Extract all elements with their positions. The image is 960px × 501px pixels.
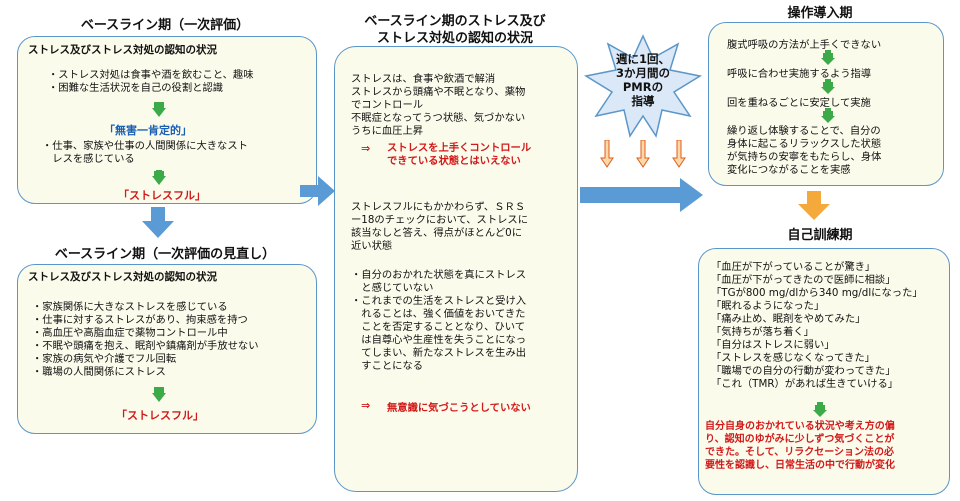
conclusion-text: 自分自身のおかれている状況や考え方の偏 xyxy=(705,421,895,432)
implication-arrow-icon: ⇒ xyxy=(361,142,371,155)
text-line: ことを否定することとなり、ひいて xyxy=(351,321,526,333)
box-operation-intro: 腹式呼吸の方法が上手くできない 呼吸に合わせ実施するよう指導 回を重ねるごとに安… xyxy=(708,22,944,186)
text-line: 回を重ねるごとに安定して実施 xyxy=(727,97,871,109)
text-line: ・ストレス対処は食事や酒を飲むこと、趣味 xyxy=(48,69,254,81)
green-arrow-icon xyxy=(821,79,835,94)
blue-right-arrow-icon xyxy=(580,178,703,212)
text-line: ・高血圧や高脂血症で薬物コントロール中 xyxy=(32,327,228,339)
conclusion-text: ストレスを上手くコントロール xyxy=(387,142,532,154)
text-line: ・職場の人間関係にストレス xyxy=(32,366,166,378)
text-line: 変化につながることを実感 xyxy=(727,164,851,176)
text-line: ・家族関係に大きなストレスを感じている xyxy=(32,301,228,313)
heading-baseline-review: ベースライン期（一次評価の見直し） xyxy=(54,247,276,262)
orange-down-arrow-icon xyxy=(798,191,830,220)
implication-arrow-icon: ⇒ xyxy=(361,399,371,412)
text-line: ・これまでの生活をストレスと受け入 xyxy=(351,295,527,307)
text-line: レスを感じている xyxy=(42,153,135,165)
text-line: 不眠症となってうつ状態、気づかない xyxy=(351,112,526,124)
orange-down-arrow-icon xyxy=(672,140,686,168)
text-line: ストレスは、食事や飲酒で解消 xyxy=(351,73,496,85)
highlight-blue: 「無害一肯定的」 xyxy=(104,124,192,137)
quote-line: 「ストレスを感じなくなってきた」 xyxy=(711,352,875,364)
quote-line: 「気持ちが落ち着く」 xyxy=(711,326,814,338)
green-arrow-icon xyxy=(821,50,835,65)
heading-baseline-primary: ベースライン期（一次評価） xyxy=(80,18,250,33)
green-arrow-icon xyxy=(821,108,835,123)
green-arrow-icon xyxy=(152,170,166,185)
orange-down-arrow-icon xyxy=(600,140,614,168)
heading-baseline-state-2: ストレス対処の認知の状況 xyxy=(376,31,533,46)
conclusion-text: できた。そして、リラクセーション法の必 xyxy=(705,447,894,458)
quote-line: 「職場での自分の行動が変わってきた」 xyxy=(711,365,896,377)
text-line: ・自分のおかれた状態を真にストレス xyxy=(351,269,527,281)
conclusion-text: 要性を認識し、日常生活の中で行動が変化 xyxy=(705,460,895,471)
highlight-red: 「ストレスフル」 xyxy=(116,409,204,422)
text-line: ・仕事に対するストレスがあり、拘束感を持つ xyxy=(32,314,248,326)
star-line: 3か月間の xyxy=(615,66,670,80)
text-line: 繰り返し体験することで、自分の xyxy=(727,125,881,137)
quote-line: 「痛み止め、眠剤をやめてみた」 xyxy=(711,313,866,325)
star-line: 週に1回、 xyxy=(615,52,670,66)
star-line: PMRの xyxy=(622,80,664,94)
text-line: 身体に起こるリラックスした状態 xyxy=(727,138,882,150)
text-line: うちに血圧上昇 xyxy=(351,125,424,137)
quote-line: 「血圧が下がっていることが驚き」 xyxy=(711,261,876,273)
green-arrow-icon xyxy=(152,387,166,402)
green-arrow-icon xyxy=(152,102,166,117)
text-line: てしまい、新たなストレスを生み出 xyxy=(351,347,527,359)
blue-right-arrow-icon xyxy=(300,176,335,206)
conclusion-text: り、認知のゆがみに少しずつ気づくことが xyxy=(705,434,895,445)
box-self-training: 「血圧が下がっていることが驚き」 「血圧が下がってきたので医師に相談」 「TGが… xyxy=(698,248,950,495)
text-line: ・不眠や頭痛を抱え、眠剤や鎮痛剤が手放せない xyxy=(32,340,259,352)
quote-line: 「眠れるようになった」 xyxy=(711,300,825,312)
text-line: 該当なしと答え、得点がほとんど0に xyxy=(351,227,522,239)
box-baseline-primary: ストレス及びストレス対処の認知の状況 ・ストレス対処は食事や酒を飲むこと、趣味 … xyxy=(17,36,317,204)
quote-line: 「TGが800 mg/dlから340 mg/dlになった」 xyxy=(711,287,923,299)
green-arrow-icon xyxy=(813,402,827,417)
quote-line: 「自分はストレスに弱い」 xyxy=(711,339,835,351)
text-line: と感じていない xyxy=(351,282,434,294)
star-burst-shape xyxy=(583,34,703,138)
heading-baseline-state-1: ベースライン期のストレス及び xyxy=(364,14,546,29)
text-line: ストレスフルにもかかわらず、ＳＲＳ xyxy=(351,201,526,213)
highlight-red: 「ストレスフル」 xyxy=(118,189,206,202)
quote-line: 「これ（TMR）があれば生きていける」 xyxy=(711,378,899,390)
box-title: ストレス及びストレス対処の認知の状況 xyxy=(28,271,217,283)
text-line: すことになる xyxy=(351,360,424,372)
star-text: 週に1回、 3か月間の PMRの 指導 xyxy=(606,52,680,108)
text-line: れることは、強く価値をおいてきた xyxy=(351,308,526,320)
text-line: 腹式呼吸の方法が上手くできない xyxy=(727,39,882,51)
orange-down-arrow-icon xyxy=(636,140,650,168)
box-title: ストレス及びストレス対処の認知の状況 xyxy=(28,44,217,56)
text-line: ・仕事、家族や仕事の人間関係に大きなスト xyxy=(42,140,248,152)
text-line: ・困難な生活状況を自己の役割と認識 xyxy=(48,82,224,94)
blue-down-arrow-icon xyxy=(142,207,174,238)
text-line: は自尊心や生産性を失うことになっ xyxy=(351,334,527,346)
conclusion-text: 無意識に気づこうとしていない xyxy=(387,402,531,414)
text-line: ・家族の病気や介護でフル回転 xyxy=(32,353,177,365)
text-line: が気持ちの安寧をもたらし、身体 xyxy=(727,151,882,163)
text-line: でコントロール xyxy=(351,99,424,111)
heading-operation-intro: 操作導入期 xyxy=(787,6,853,21)
conclusion-text: できている状態とはいえない xyxy=(387,155,521,167)
box-baseline-state: ストレスは、食事や飲酒で解消 ストレスから頭痛や不眠となり、薬物 でコントロール… xyxy=(334,46,578,492)
text-line: ー18のチェックにおいて、ストレスに xyxy=(351,214,529,226)
text-line: 呼吸に合わせ実施するよう指導 xyxy=(727,68,872,80)
box-baseline-review: ストレス及びストレス対処の認知の状況 ・家族関係に大きなストレスを感じている ・… xyxy=(17,264,317,434)
text-line: ストレスから頭痛や不眠となり、薬物 xyxy=(351,86,526,98)
quote-line: 「血圧が下がってきたので医師に相談」 xyxy=(711,274,896,286)
star-line: 指導 xyxy=(631,94,655,108)
heading-self-training: 自己訓練期 xyxy=(787,228,853,243)
text-line: 近い状態 xyxy=(351,240,393,252)
